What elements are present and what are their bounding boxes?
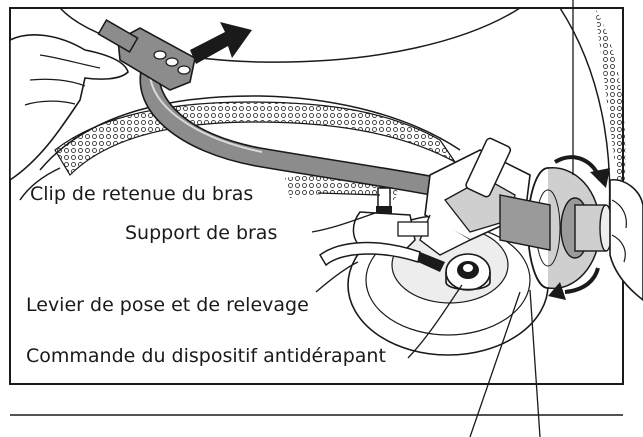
right-hand <box>609 179 643 302</box>
leader-lines <box>311 0 574 437</box>
left-hand <box>9 34 129 182</box>
anti-skate-label: Commande du dispositif antidérapant <box>26 345 386 367</box>
headshell <box>97 19 196 91</box>
counterweight <box>527 155 613 300</box>
tonearm <box>139 58 551 256</box>
arm-rest-label: Support de bras <box>125 222 277 244</box>
cue-lever-shape <box>319 241 445 272</box>
direction-arrow-icon <box>190 22 252 64</box>
arm-clip-label: Clip de retenue du bras <box>30 183 253 205</box>
anti-skate-knob <box>445 253 491 291</box>
cue-lever-label: Levier de pose et de relevage <box>26 294 309 316</box>
